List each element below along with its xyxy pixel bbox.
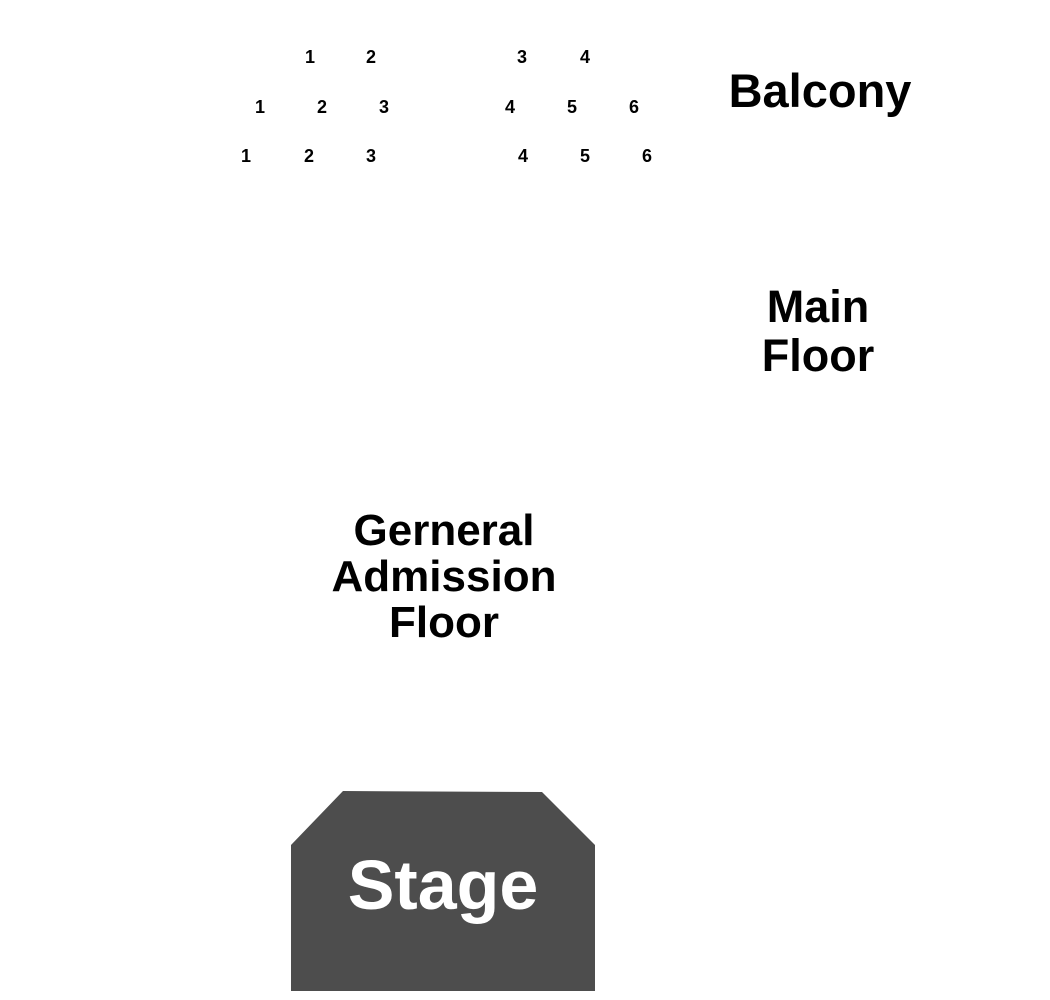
balcony-row2-seat[interactable]: 3 [378, 97, 390, 117]
balcony-row3-seat[interactable]: 5 [579, 146, 591, 166]
balcony-row1-seat[interactable]: 1 [304, 47, 316, 67]
ga-label-line3: Floor [389, 598, 499, 647]
balcony-section-label: Balcony [720, 64, 920, 118]
balcony-row1-seat[interactable]: 4 [579, 47, 591, 67]
stage-shape[interactable] [291, 791, 595, 991]
balcony-row2-seat[interactable]: 2 [316, 97, 328, 117]
balcony-row2-seat[interactable]: 4 [504, 97, 516, 117]
balcony-row2-seat[interactable]: 5 [566, 97, 578, 117]
balcony-label-text: Balcony [728, 64, 912, 117]
balcony-row3-seat[interactable]: 3 [365, 146, 377, 166]
stage-label: Stage [347, 846, 539, 924]
main-floor-section-label: Main Floor [718, 282, 918, 380]
main-floor-label-line1: Main [766, 281, 870, 332]
balcony-row2-seat[interactable]: 6 [628, 97, 640, 117]
general-admission-section-label: Gerneral Admission Floor [294, 508, 594, 646]
balcony-row3-seat[interactable]: 4 [517, 146, 529, 166]
ga-label-line1: Gerneral [353, 506, 535, 555]
main-floor-label-line2: Floor [761, 330, 875, 381]
balcony-row3-seat[interactable]: 2 [303, 146, 315, 166]
balcony-row1-seat[interactable]: 2 [365, 47, 377, 67]
ga-label-line2: Admission [331, 552, 557, 601]
balcony-row2-seat[interactable]: 1 [254, 97, 266, 117]
balcony-row3-seat[interactable]: 6 [641, 146, 653, 166]
balcony-row3-seat[interactable]: 1 [240, 146, 252, 166]
balcony-row1-seat[interactable]: 3 [516, 47, 528, 67]
